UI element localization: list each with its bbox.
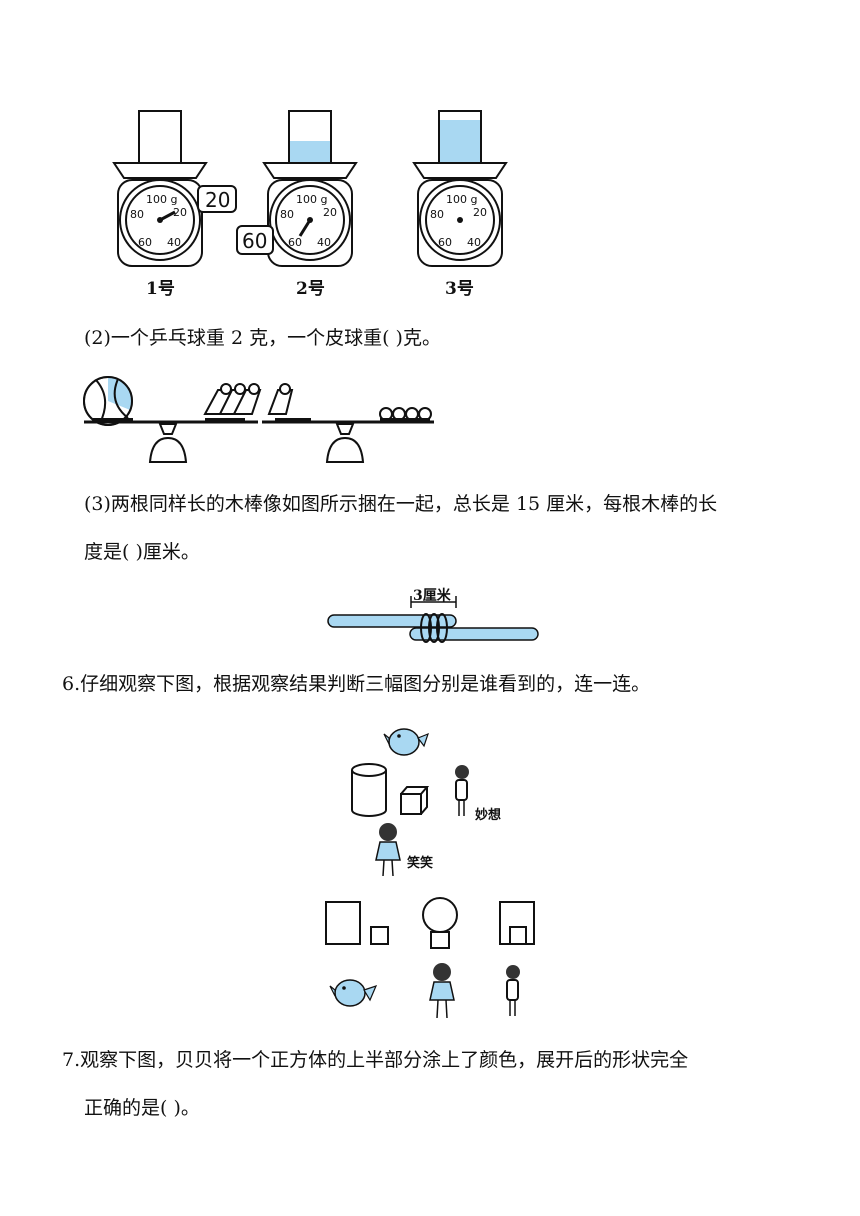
question-7-line-1: 7.观察下图，贝贝将一个正方体的上半部分涂上了颜色，展开后的形状完全 [62,1049,689,1071]
person-bottom-middle [429,963,455,1019]
svg-text:60: 60 [138,236,152,249]
question-6-text: 6.仔细观察下图，根据观察结果判断三幅图分别是谁看到的，连一连。 [62,673,651,695]
scale-label-1: 1号 [146,279,175,299]
svg-text:100 g: 100 g [296,193,327,206]
scale-label-2: 2号 [296,279,325,299]
question-7-line-2: 正确的是( )。 [84,1097,200,1119]
label-miaoxiang: 妙想 [475,808,502,823]
svg-text:100 g: 100 g [446,193,477,206]
svg-text:60: 60 [288,236,302,249]
scale-3: 100 g 20 40 60 80 [412,110,508,267]
bird-top [383,728,429,756]
view-2 [422,897,458,949]
question-3-line-2: 度是( )厘米。 [84,541,200,563]
svg-text:20: 20 [323,206,337,219]
person-bottom-right [506,965,520,1016]
sticks-figure: 3厘米 [327,587,539,643]
bird-bottom [329,979,378,1007]
svg-text:80: 80 [130,208,144,221]
svg-text:80: 80 [430,208,444,221]
svg-text:40: 40 [317,236,331,249]
label-xiaoxiao: 笑笑 [407,856,434,871]
scale-1-reading: 20 [205,188,230,212]
observation-figure [325,728,535,1019]
svg-text:60: 60 [438,236,452,249]
scale-label-3: 3号 [445,279,474,299]
scale-2-reading: 60 [242,229,267,253]
overlap-label: 3厘米 [413,587,452,604]
kitchen-scales-figure: 100 g 20 40 60 80 20 100 g 20 40 60 80 6… [112,110,508,267]
balance-1 [83,376,262,463]
svg-text:20: 20 [473,206,487,219]
view-3 [499,901,535,945]
svg-text:80: 80 [280,208,294,221]
scale-2: 100 g 20 40 60 80 60 [236,110,358,267]
svg-text:40: 40 [167,236,181,249]
question-2-text: (2)一个乒乓球重 2 克，一个皮球重( )克。 [84,327,441,349]
person-miaoxiang [455,765,469,816]
scale-1: 100 g 20 40 60 80 20 [112,110,237,267]
question-3-line-1: (3)两根同样长的木棒像如图所示捆在一起，总长是 15 厘米，每根木棒的长 [84,493,718,515]
svg-text:40: 40 [467,236,481,249]
balance-2 [262,383,434,463]
cylinder [351,763,387,817]
cube [400,786,430,815]
person-xiaoxiao [375,823,401,877]
view-1 [325,901,389,945]
svg-text:100 g: 100 g [146,193,177,206]
svg-text:20: 20 [173,206,187,219]
balance-figure [83,376,434,463]
